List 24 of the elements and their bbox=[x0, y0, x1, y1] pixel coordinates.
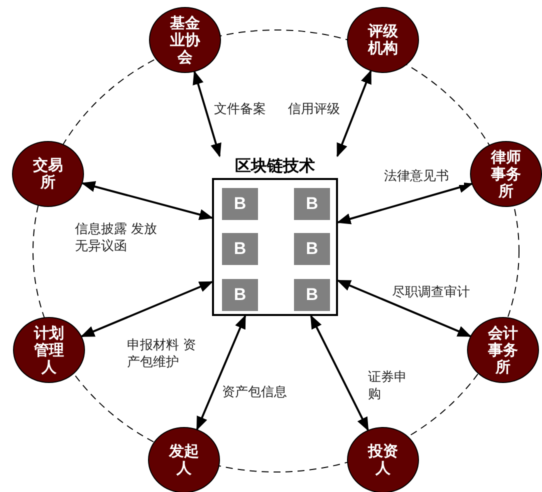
entity-circle: 发起人 bbox=[148, 427, 220, 492]
arrow bbox=[80, 280, 214, 338]
entity-circle: 投资人 bbox=[347, 427, 419, 492]
arrow bbox=[192, 70, 222, 158]
edge-label: 法律意见书 bbox=[384, 168, 464, 185]
block-square: B bbox=[294, 233, 330, 265]
arrow bbox=[196, 314, 246, 431]
arrow bbox=[336, 70, 372, 158]
block-square: B bbox=[294, 188, 330, 220]
arrow bbox=[336, 280, 472, 338]
arrow bbox=[336, 182, 473, 224]
entity-circle: 交易所 bbox=[12, 141, 84, 207]
entity-circle: 律师事务所 bbox=[470, 141, 542, 207]
arrow bbox=[310, 314, 369, 432]
arrow bbox=[81, 181, 214, 220]
box-title: 区块链技术 bbox=[234, 156, 316, 176]
entity-circle: 会计事务所 bbox=[467, 317, 539, 383]
entity-circle: 基金业协会 bbox=[149, 7, 221, 73]
block-square: B bbox=[222, 279, 258, 311]
entity-circle: 评级机构 bbox=[347, 7, 419, 73]
entity-circle: 计划管理人 bbox=[13, 317, 85, 383]
block-square: B bbox=[222, 233, 258, 265]
block-square: B bbox=[222, 188, 258, 220]
block-square: B bbox=[294, 279, 330, 311]
